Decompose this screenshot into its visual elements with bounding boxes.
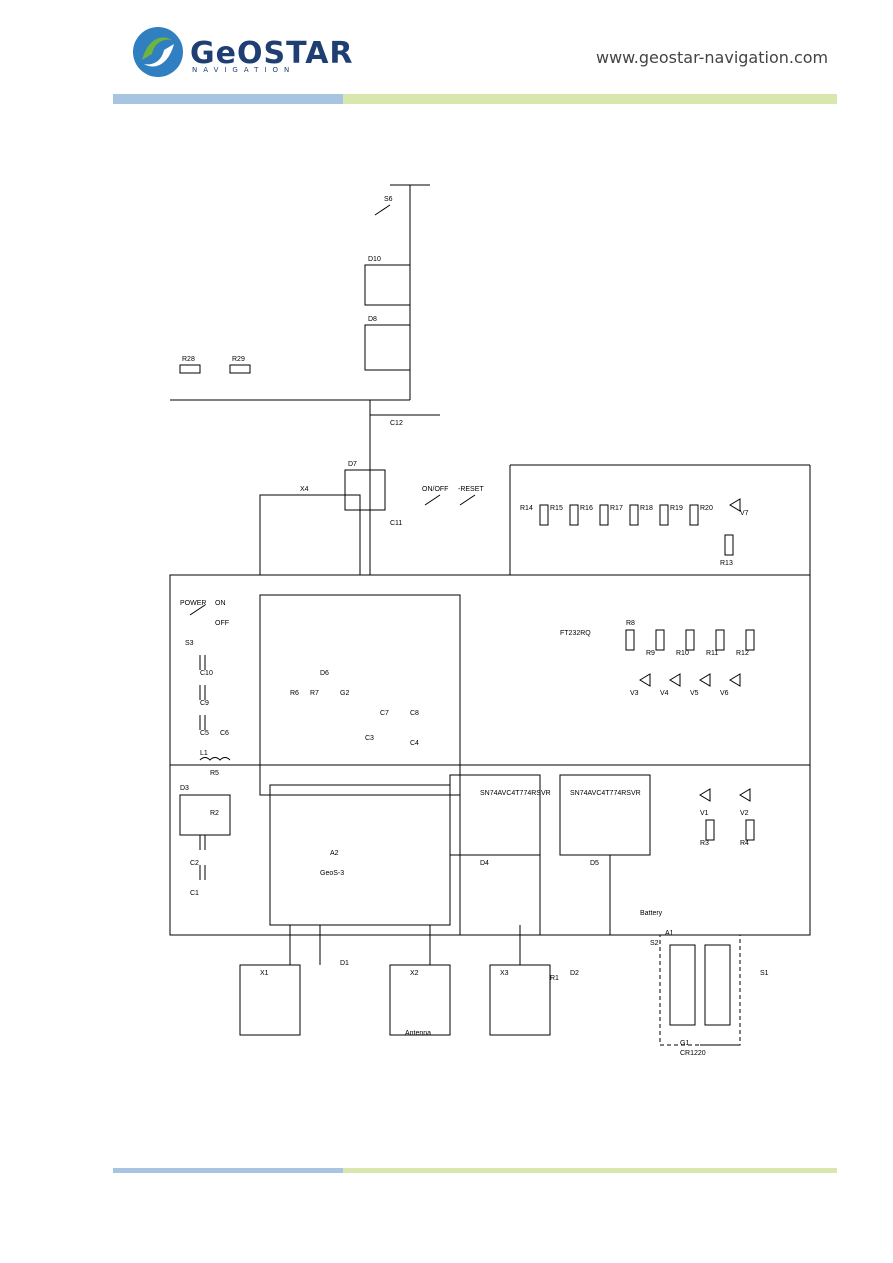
svg-text:C11: C11 <box>390 520 402 527</box>
svg-text:S3: S3 <box>185 640 194 647</box>
svg-text:R20: R20 <box>700 505 713 512</box>
svg-text:R6: R6 <box>290 690 299 697</box>
website-link[interactable]: www.geostar-navigation.com <box>596 48 829 67</box>
svg-text:L1: L1 <box>200 750 208 757</box>
svg-text:X4: X4 <box>300 486 309 493</box>
svg-text:C6: C6 <box>220 730 229 737</box>
svg-text:X3: X3 <box>500 970 509 977</box>
svg-text:R12: R12 <box>736 650 749 657</box>
header-bar-blue <box>113 94 343 104</box>
svg-text:D3: D3 <box>180 785 189 792</box>
svg-text:V1: V1 <box>700 810 709 817</box>
svg-text:POWER: POWER <box>180 600 206 607</box>
svg-text:S2: S2 <box>650 940 659 947</box>
svg-text:D1: D1 <box>340 960 349 967</box>
svg-text:V3: V3 <box>630 690 639 697</box>
svg-text:Antenna: Antenna <box>405 1030 431 1037</box>
circuit-schematic: R28 R29 D10 S6 D8 C12 D7 C11 ON/OFF -RES… <box>169 184 811 1055</box>
svg-text:C12: C12 <box>390 420 403 427</box>
on-off-label: ON/OFF <box>422 486 448 493</box>
svg-text:C8: C8 <box>410 710 419 717</box>
svg-text:V5: V5 <box>690 690 699 697</box>
svg-text:R8: R8 <box>626 620 635 627</box>
svg-text:D8: D8 <box>368 316 377 323</box>
svg-text:C7: C7 <box>380 710 389 717</box>
svg-text:SN74AVC4T774RSVR: SN74AVC4T774RSVR <box>480 790 551 797</box>
svg-text:A2: A2 <box>330 850 339 857</box>
svg-text:R11: R11 <box>706 650 718 657</box>
svg-text:SN74AVC4T774RSVR: SN74AVC4T774RSVR <box>570 790 641 797</box>
svg-text:C4: C4 <box>410 740 419 747</box>
svg-text:D2: D2 <box>570 970 579 977</box>
svg-text:R7: R7 <box>310 690 319 697</box>
svg-text:OFF: OFF <box>215 620 229 627</box>
svg-text:D7: D7 <box>348 461 357 468</box>
svg-text:R1: R1 <box>550 975 559 982</box>
svg-text:C3: C3 <box>365 735 374 742</box>
svg-text:G1: G1 <box>680 1040 689 1047</box>
svg-text:C10: C10 <box>200 670 213 677</box>
svg-text:D10: D10 <box>368 256 381 263</box>
svg-text:R3: R3 <box>700 840 709 847</box>
svg-text:C5: C5 <box>200 730 209 737</box>
svg-text:C2: C2 <box>190 860 199 867</box>
brand-subtitle: NAVIGATION <box>192 66 296 74</box>
svg-text:R15: R15 <box>550 505 563 512</box>
svg-text:R10: R10 <box>676 650 689 657</box>
svg-text:R29: R29 <box>232 356 245 363</box>
svg-text:X2: X2 <box>410 970 419 977</box>
svg-text:V7: V7 <box>740 510 749 517</box>
svg-text:R18: R18 <box>640 505 653 512</box>
header-bar-green <box>343 94 837 104</box>
svg-text:Battery: Battery <box>640 910 663 917</box>
reset-label: -RESET <box>458 486 484 493</box>
svg-text:S1: S1 <box>760 970 769 977</box>
svg-text:C9: C9 <box>200 700 209 707</box>
footer-bar-blue <box>113 1168 343 1173</box>
svg-text:FT232RQ: FT232RQ <box>560 630 591 637</box>
svg-text:G2: G2 <box>340 690 349 697</box>
svg-text:R16: R16 <box>580 505 593 512</box>
svg-text:D6: D6 <box>320 670 329 677</box>
svg-text:S6: S6 <box>384 196 393 203</box>
svg-text:R4: R4 <box>740 840 749 847</box>
page-header: GeOSTAR NAVIGATION www.geostar-navigatio… <box>0 0 893 110</box>
svg-text:R5: R5 <box>210 770 219 777</box>
svg-text:R13: R13 <box>720 560 733 567</box>
footer-bar-green <box>343 1168 837 1173</box>
svg-text:A1: A1 <box>665 930 674 937</box>
svg-text:V6: V6 <box>720 690 729 697</box>
svg-text:V2: V2 <box>740 810 749 817</box>
svg-text:C1: C1 <box>190 890 199 897</box>
svg-text:R2: R2 <box>210 810 219 817</box>
svg-text:R14: R14 <box>520 505 533 512</box>
svg-text:GeoS-3: GeoS-3 <box>320 870 344 877</box>
svg-text:V4: V4 <box>660 690 669 697</box>
svg-text:CR1220: CR1220 <box>680 1050 706 1055</box>
svg-text:D5: D5 <box>590 860 599 867</box>
svg-text:ON: ON <box>215 600 226 607</box>
geostar-logo-icon <box>133 27 183 77</box>
svg-text:R28: R28 <box>182 356 195 363</box>
svg-text:R19: R19 <box>670 505 683 512</box>
brand-name: GeOSTAR <box>190 36 354 71</box>
svg-text:D4: D4 <box>480 860 489 867</box>
svg-text:R17: R17 <box>610 505 623 512</box>
svg-text:X1: X1 <box>260 970 269 977</box>
svg-text:R9: R9 <box>646 650 655 657</box>
